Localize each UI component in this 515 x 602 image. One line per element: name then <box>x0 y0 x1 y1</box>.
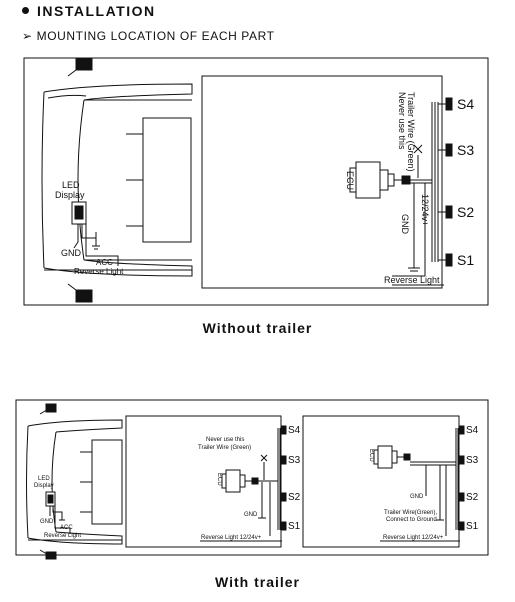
sensor-label-s4: S4 <box>457 96 474 112</box>
trailer-sensor-label-s1: S1 <box>466 521 479 532</box>
led-label-line2: Display <box>55 190 85 200</box>
caption-with-trailer: With trailer <box>215 574 300 590</box>
sensor-label-s2-small: S2 <box>288 492 301 503</box>
ecu-icon-small <box>221 469 259 493</box>
reverse-light-label-small: Reverse Light <box>44 533 81 539</box>
sensor-connectors-small <box>280 425 465 531</box>
trailer-sensor-label-s3: S3 <box>466 455 479 466</box>
diagram2-trailer-panel <box>302 415 460 548</box>
acc-label-small: ACC <box>60 525 73 531</box>
reverse-light-label: Reverse Light <box>74 267 124 276</box>
trailer-sensor-label-s4: S4 <box>466 425 479 436</box>
trailer-gnd-label: GND <box>410 494 424 500</box>
warning-line1: Never use this <box>397 92 407 150</box>
sensor-label-s1: S1 <box>457 252 474 268</box>
ecu-label-small: ECU <box>216 473 222 486</box>
sensor-label-s1-small: S1 <box>288 521 301 532</box>
section-subtitle: ➢ MOUNTING LOCATION OF EACH PART <box>22 29 275 43</box>
sensor-label-s4-small: S4 <box>288 425 301 436</box>
sensor-label-s3: S3 <box>457 142 474 158</box>
do-not-use-x-icon-small <box>260 454 268 462</box>
warning-line2-small: Trailer Wire (Green) <box>198 445 251 451</box>
reverse-light-bottom-label: Reverse Light <box>384 275 440 285</box>
arrow-bullet-icon: ➢ <box>22 29 33 43</box>
section-title-text: INSTALLATION <box>37 3 156 19</box>
gnd-label: GND <box>61 248 82 258</box>
vehicle-outline-small <box>26 403 123 560</box>
sensor-label-s2: S2 <box>457 204 474 220</box>
diagram1-frame <box>23 57 489 306</box>
trailer-sensor-label-s2: S2 <box>466 492 479 503</box>
trailer-note-line1: Trailer Wire(Green), <box>384 510 437 516</box>
do-not-use-x-icon <box>413 144 423 154</box>
power-label: 12/24v+ <box>420 194 430 226</box>
diagram2-frame <box>15 399 489 556</box>
led-label-line1-small: LED <box>38 476 50 482</box>
section-title: INSTALLATION <box>22 3 156 19</box>
ecu-icon <box>349 161 411 199</box>
trailer-ecu-label: ECU <box>368 449 374 462</box>
trailer-reverse-light-power-label: Reverse Light 12/24v+ <box>383 535 444 541</box>
mirror-icon <box>67 57 93 303</box>
trailer-note-line2: Connect to Ground <box>386 517 437 523</box>
diagram1-panel <box>201 75 443 289</box>
diagram2-vehicle-panel <box>125 415 282 548</box>
gnd-vertical-label: GND <box>400 214 410 235</box>
gnd-mid-label: GND <box>244 512 258 518</box>
vehicle-outline <box>41 83 193 277</box>
bullet-icon <box>22 6 29 14</box>
trailer-ecu-icon <box>373 445 411 469</box>
warning-line2: Trailer Wire (Green) <box>406 92 416 172</box>
section-subtitle-text: MOUNTING LOCATION OF EACH PART <box>36 29 275 43</box>
led-label-line2-small: Display <box>34 483 54 489</box>
led-label-line1: LED <box>62 180 80 190</box>
acc-label: ACC <box>96 258 113 267</box>
gnd-label-small: GND <box>40 519 54 525</box>
ecu-label: ECU <box>345 171 355 190</box>
reverse-light-power-label: Reverse Light 12/24v+ <box>201 535 262 541</box>
caption-without-trailer: Without trailer <box>202 320 313 336</box>
sensor-connectors <box>438 97 453 267</box>
warning-line1-small: Never use this <box>206 437 244 443</box>
sensor-label-s3-small: S3 <box>288 455 301 466</box>
